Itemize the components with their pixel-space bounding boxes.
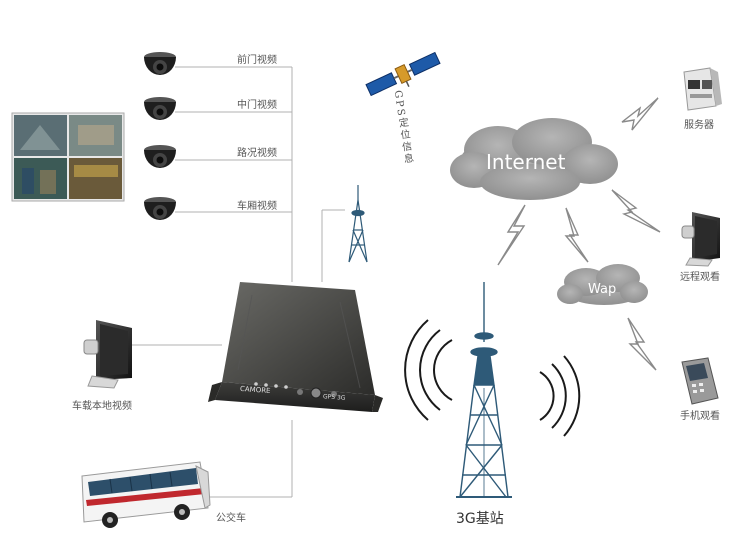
3g-base-station-tower <box>456 282 512 498</box>
dome-camera-cabin <box>144 197 176 220</box>
internet-label: Internet <box>486 150 566 174</box>
camera-label-road: 路况视频 <box>237 148 277 159</box>
camera-label-middle: 中门视频 <box>237 100 277 111</box>
wireless-link-bolts <box>497 97 661 371</box>
wap-label: Wap <box>588 282 617 297</box>
dvr-ports: GPS 3G <box>322 393 346 402</box>
internet-cloud <box>450 118 618 200</box>
dome-camera-middle <box>144 97 176 120</box>
mobile-dvr-device <box>208 282 383 412</box>
radio-waves <box>404 319 581 437</box>
local-monitor-icon <box>83 320 132 389</box>
mobile-phone-icon <box>681 357 719 405</box>
wap-cloud <box>557 264 648 305</box>
base-station-label: 3G基站 <box>456 511 504 527</box>
mobile-view-label: 手机观看 <box>680 411 720 422</box>
local-view-label: 车载本地视频 <box>72 401 132 412</box>
camera-preview-grid <box>11 112 125 202</box>
bus-icon <box>81 461 211 528</box>
camera-label-front: 前门视频 <box>237 55 277 66</box>
server-label: 服务器 <box>684 120 714 131</box>
camera-label-cabin: 车厢视频 <box>237 201 277 212</box>
server-icon <box>683 67 722 111</box>
camera-trunk-lines <box>128 66 345 498</box>
bus-label: 公交车 <box>216 513 246 524</box>
dome-camera-road <box>144 145 176 168</box>
dome-camera-front <box>144 52 176 75</box>
satellite-icon <box>365 51 441 97</box>
remote-monitor-icon <box>681 212 720 267</box>
remote-view-label: 远程观看 <box>680 272 720 283</box>
gps-antenna-tower <box>348 185 368 263</box>
